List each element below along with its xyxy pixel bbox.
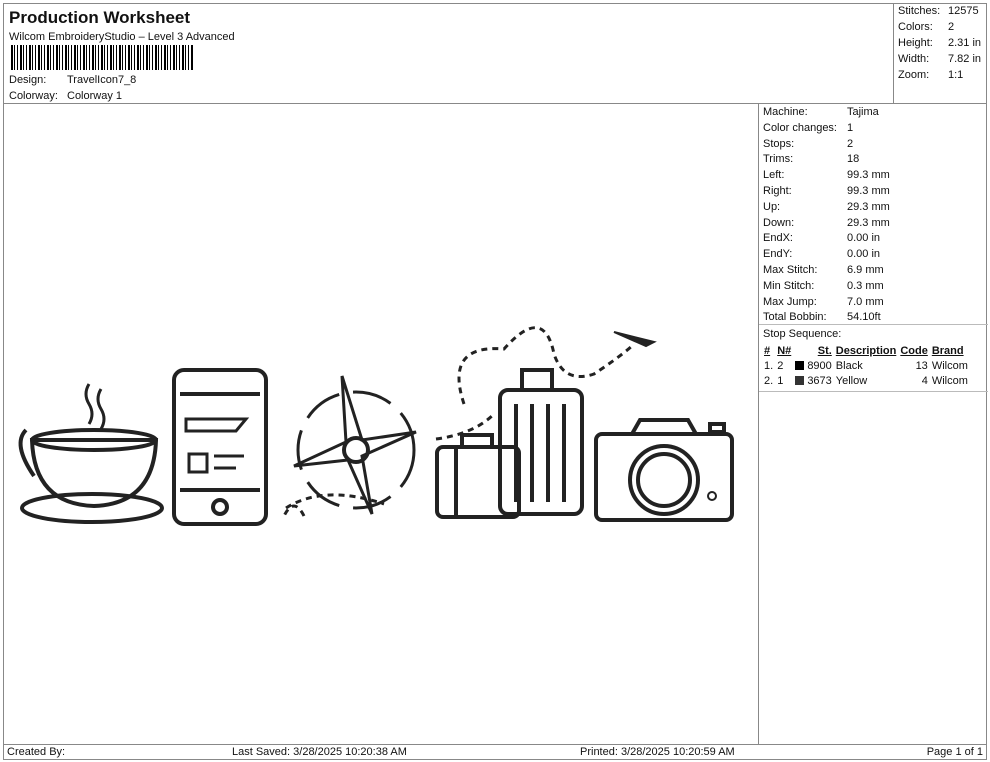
software-name: Wilcom EmbroideryStudio – Level 3 Advanc… (9, 31, 235, 43)
summary-row: Width:7.82 in (898, 53, 982, 65)
stat-label: Stops: (763, 137, 795, 150)
stat-value: 18 (847, 153, 860, 166)
stat-value: 99.3 mm (847, 169, 890, 182)
stat-value: 0.00 in (847, 232, 881, 245)
stat-value: 7.0 mm (847, 295, 884, 308)
coffee-cup-icon (18, 383, 164, 524)
machine-stat-row: Trims: 18 (763, 153, 859, 165)
stat-value: 99.3 mm (847, 185, 890, 197)
machine-stat-row: Max Stitch: 6.9 mm (763, 264, 884, 276)
stat-label: Max Jump: (763, 295, 817, 308)
color-swatch (795, 375, 805, 385)
page-title: Production Worksheet (9, 8, 191, 27)
stat-label: Max Stitch: (763, 264, 818, 276)
machine-stat-row: Total Bobbin: 54.10ft (763, 311, 881, 323)
design-label: Design: (9, 74, 47, 86)
summary-box: Stitches:12575 Colors:2 Height:2.31 in W… (893, 3, 987, 104)
stat-label: Left: (763, 169, 785, 182)
stat-value: 54.10ft (847, 311, 881, 324)
compass-icon (282, 375, 417, 517)
stat-label: Color changes: (763, 121, 837, 134)
machine-stat-row: Down: 29.3 mm (763, 217, 890, 229)
summary-row: Height:2.31 in (898, 37, 982, 49)
stat-value: 29.3 mm (847, 216, 890, 229)
camera-icon (594, 418, 734, 522)
machine-stat-row: EndX: 0.00 in (763, 232, 880, 244)
stat-label: Machine: (763, 106, 808, 118)
last-saved: Last Saved: 3/28/2025 10:20:38 AM (232, 746, 407, 758)
stat-value: 1 (847, 121, 854, 134)
stat-value: 0.00 in (847, 248, 881, 261)
header: Production Worksheet Wilcom EmbroiderySt… (3, 3, 894, 104)
divider (759, 391, 988, 392)
colorway-label: Colorway: (9, 90, 58, 102)
design-value: TravelIcon7_8 (67, 74, 137, 86)
barcode (11, 45, 193, 70)
machine-stat-row: Color changes: 1 (763, 122, 853, 134)
machine-stat-row: Machine: Tajima (763, 106, 879, 118)
summary-row: Stitches:12575 (898, 5, 979, 17)
stat-label: Up: (763, 200, 781, 213)
machine-stat-row: Min Stitch: 0.3 mm (763, 280, 884, 292)
colorway-row: Colorway: Colorway 1 (9, 90, 122, 102)
worksheet-frame (3, 3, 987, 760)
machine-stat-row: Left: 99.3 mm (763, 169, 890, 181)
design-preview (4, 104, 758, 745)
colorway-value: Colorway 1 (67, 90, 123, 102)
stat-label: Min Stitch: (763, 279, 815, 292)
stat-label: EndY: (763, 248, 793, 261)
stat-label: Right: (763, 185, 792, 197)
stat-label: Trims: (763, 153, 794, 166)
machine-stat-row: Up: 29.3 mm (763, 201, 890, 213)
machine-stat-row: EndY: 0.00 in (763, 248, 880, 260)
stat-label: Total Bobbin: (763, 311, 827, 324)
footer: Created By: Last Saved: 3/28/2025 10:20:… (3, 744, 987, 760)
machine-stat-row: Right: 99.3 mm (763, 185, 890, 197)
color-swatch (795, 360, 805, 370)
smartphone-icon (172, 368, 268, 526)
summary-row: Colors:2 (898, 21, 955, 33)
stat-value: Tajima (847, 106, 879, 118)
created-by: Created By: (7, 746, 66, 758)
luggage-icon (435, 326, 657, 519)
stat-label: Down: (763, 216, 795, 229)
machine-stat-row: Stops: 2 (763, 138, 853, 150)
machine-stat-row: Max Jump: 7.0 mm (763, 296, 884, 308)
stat-value: 29.3 mm (847, 200, 890, 213)
stat-value: 2 (847, 137, 854, 150)
stat-value: 0.3 mm (847, 279, 884, 292)
page-number: Page 1 of 1 (926, 746, 983, 758)
design-row: Design: TravelIcon7_8 (9, 74, 136, 86)
summary-row: Zoom:1:1 (898, 69, 964, 81)
stat-value: 6.9 mm (847, 264, 884, 276)
stop-sequence-title: Stop Sequence: (763, 328, 842, 340)
printed: Printed: 3/28/2025 10:20:59 AM (580, 746, 735, 758)
stat-label: EndX: (763, 232, 793, 245)
